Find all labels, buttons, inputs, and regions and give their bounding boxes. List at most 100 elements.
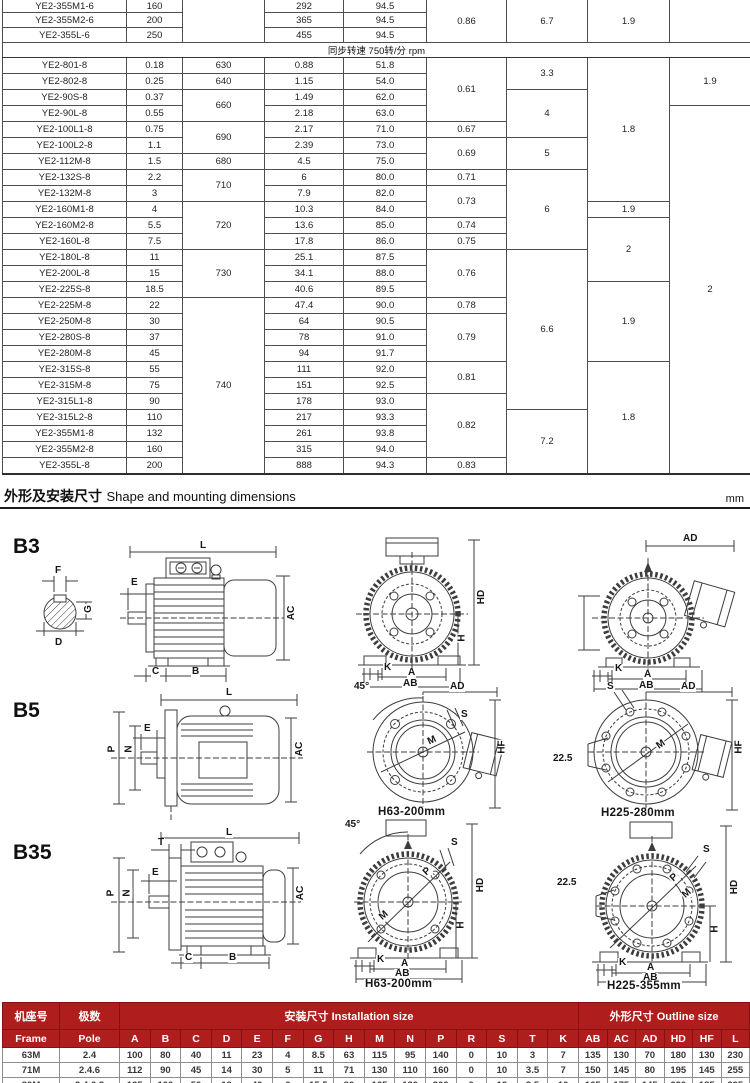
table-cell: 0.67 <box>426 121 507 138</box>
table-cell: 1.8 <box>587 361 670 474</box>
dimension-label: AB <box>394 968 411 979</box>
dimension-label: K <box>614 663 624 674</box>
table-cell: 200 <box>424 1077 457 1083</box>
table-cell: 30 <box>126 313 183 330</box>
dimension-label: P <box>105 888 117 898</box>
table-cell: 145 <box>606 1062 637 1078</box>
table-cell: 730 <box>182 249 265 298</box>
table-cell: YE2-801-8 <box>2 57 127 74</box>
table-cell: 10 <box>486 1062 518 1078</box>
table-cell: 178 <box>264 393 344 410</box>
table-cell: YE2-355L-8 <box>2 457 127 474</box>
table-cell: 15 <box>126 265 183 282</box>
header-cell: E <box>241 1029 273 1048</box>
b3-side-view-drawing <box>120 546 290 682</box>
header-cell: N <box>394 1029 426 1048</box>
table-cell: 94.5 <box>343 27 427 43</box>
table-cell: 91.7 <box>343 345 427 362</box>
table-cell: 160 <box>424 1062 457 1078</box>
table-cell: 40 <box>180 1047 212 1063</box>
table-cell: 292 <box>264 0 344 13</box>
table-cell: YE2-315L1-8 <box>2 393 127 410</box>
table-cell: YE2-100L2-8 <box>2 137 127 154</box>
table-cell: 51.8 <box>343 57 427 74</box>
b5-side-view-drawing <box>111 694 303 820</box>
header-cell: P <box>424 1029 457 1048</box>
table-cell: 94.0 <box>343 441 427 458</box>
table-cell: 71.0 <box>343 121 427 138</box>
table-cell: YE2-355M2-6 <box>2 12 127 28</box>
table-cell: 63.0 <box>343 105 427 122</box>
dimension-label: H <box>709 924 721 934</box>
table-cell: 710 <box>182 169 265 202</box>
table-cell: 0.71 <box>426 169 507 186</box>
header-cell: S <box>486 1029 518 1048</box>
table-cell: 63M <box>2 1047 60 1063</box>
table-cell: 200 <box>126 12 183 28</box>
section-title-en: Shape and mounting dimensions <box>106 489 296 504</box>
table-cell: YE2-225S-8 <box>2 281 127 298</box>
table-cell: 40.6 <box>264 281 344 298</box>
dimension-label: G <box>82 604 94 614</box>
table-cell: 80M <box>2 1077 60 1083</box>
table-cell: 62.0 <box>343 89 427 106</box>
table-cell: 4 <box>271 1047 304 1063</box>
header-cell: G <box>302 1029 335 1048</box>
table-cell: 0.55 <box>126 105 183 122</box>
table-cell: 8.5 <box>302 1047 335 1063</box>
table-cell <box>669 0 750 43</box>
dimension-label: 22.5 <box>556 877 578 888</box>
header-cell: Frame <box>2 1029 60 1048</box>
table-cell: YE2-802-8 <box>2 73 127 90</box>
table-cell: 1.9 <box>587 201 670 218</box>
dimension-label: T <box>157 837 166 848</box>
table-cell: 3.5 <box>516 1062 549 1078</box>
header-cell: H <box>333 1029 365 1048</box>
table-cell: 4.5 <box>264 153 344 170</box>
table-cell: 165 <box>578 1077 608 1083</box>
dimension-label: HD <box>476 588 488 606</box>
table-cell: 11 <box>210 1047 243 1063</box>
dimension-label: N <box>123 744 135 754</box>
header-cell: 极数 <box>59 1002 120 1030</box>
table-cell: 88.0 <box>343 265 427 282</box>
dimension-label: L <box>199 540 208 551</box>
table-cell: YE2-250M-8 <box>2 313 127 330</box>
table-cell: 13.6 <box>264 217 344 234</box>
table-cell: 55 <box>126 361 183 378</box>
table-cell: 40 <box>241 1077 273 1083</box>
dimension-label: F <box>54 565 63 576</box>
table-cell: 455 <box>264 27 344 43</box>
table-cell: 2 <box>587 217 670 282</box>
table-cell: 30 <box>241 1062 273 1078</box>
table-cell: 45 <box>126 345 183 362</box>
table-cell: 0.79 <box>426 313 507 362</box>
dimension-label: A <box>400 958 410 969</box>
table-cell: 84.0 <box>343 201 427 218</box>
table-cell: 23 <box>241 1047 273 1063</box>
table-cell: 80 <box>149 1047 182 1063</box>
table-cell: 80.0 <box>343 169 427 186</box>
dimension-label: S <box>460 709 469 720</box>
dimension-label: HD <box>729 878 741 896</box>
table-cell: YE2-100L1-8 <box>2 121 127 138</box>
dimension-label: HF <box>733 739 745 755</box>
dim-data-row: 80M2.4.6.8125100501940615.58016513020001… <box>2 1077 750 1083</box>
table-cell: 92.5 <box>343 377 427 394</box>
table-cell: 2 <box>669 105 750 474</box>
table-cell: 100 <box>149 1077 182 1083</box>
